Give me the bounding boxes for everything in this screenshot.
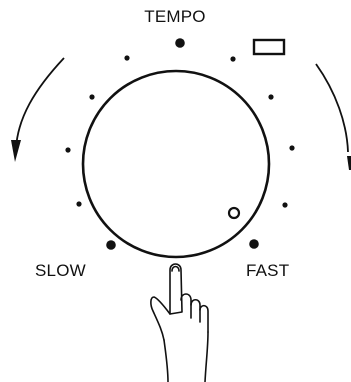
- tempo-dial[interactable]: [83, 71, 269, 257]
- tempo-label: TEMPO: [144, 7, 205, 26]
- scale-dot: [268, 94, 273, 99]
- pointing-hand-icon: [151, 264, 208, 382]
- scale-dot: [89, 94, 94, 99]
- scale-dot-slow: [106, 240, 116, 250]
- scale-dot: [124, 55, 129, 60]
- curved-arrow-icon: [11, 58, 64, 162]
- scale-dot: [76, 201, 81, 206]
- fast-label: FAST: [246, 261, 289, 280]
- scale-dot-top: [175, 38, 185, 48]
- scale-dot: [282, 202, 287, 207]
- scale-dot: [289, 145, 294, 150]
- scale-dot-fast: [249, 239, 259, 249]
- slow-label: SLOW: [35, 261, 86, 280]
- dial-position-marker: [229, 208, 239, 218]
- scale-dot: [230, 56, 235, 61]
- scale-dot: [65, 147, 70, 152]
- rectangle-indicator-icon: [254, 40, 284, 54]
- curved-arrow-icon: [316, 64, 351, 170]
